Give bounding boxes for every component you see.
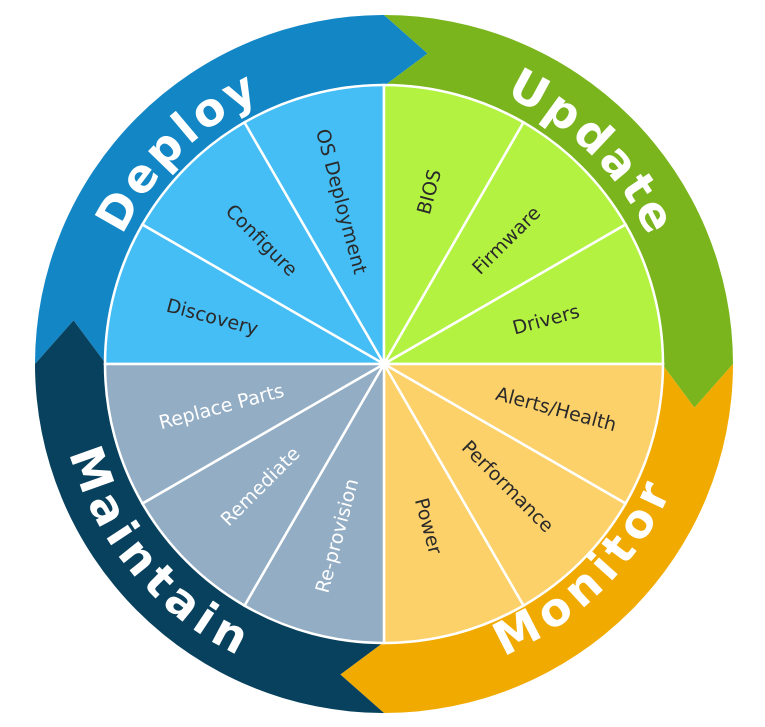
ring-arrow-update bbox=[384, 15, 733, 408]
segment-wedge bbox=[379, 222, 665, 366]
ring-arrow-deploy bbox=[35, 15, 428, 364]
segment-wedge bbox=[379, 362, 665, 506]
segment-wedge bbox=[242, 359, 386, 645]
segment-wedge bbox=[103, 222, 389, 366]
segment-wedge bbox=[140, 360, 388, 608]
segment-wedge bbox=[380, 120, 628, 368]
segment-wedge bbox=[380, 360, 628, 608]
segment-wedge bbox=[103, 362, 389, 506]
segment-pie bbox=[103, 83, 665, 645]
segment-wedge bbox=[382, 83, 526, 369]
ring-arrow-monitor bbox=[340, 364, 733, 713]
segment-wedge bbox=[140, 120, 388, 368]
ring-arrow-maintain bbox=[35, 320, 384, 713]
segment-wedge bbox=[242, 83, 386, 369]
segment-wedge bbox=[382, 359, 526, 645]
phase-ring bbox=[35, 15, 733, 713]
